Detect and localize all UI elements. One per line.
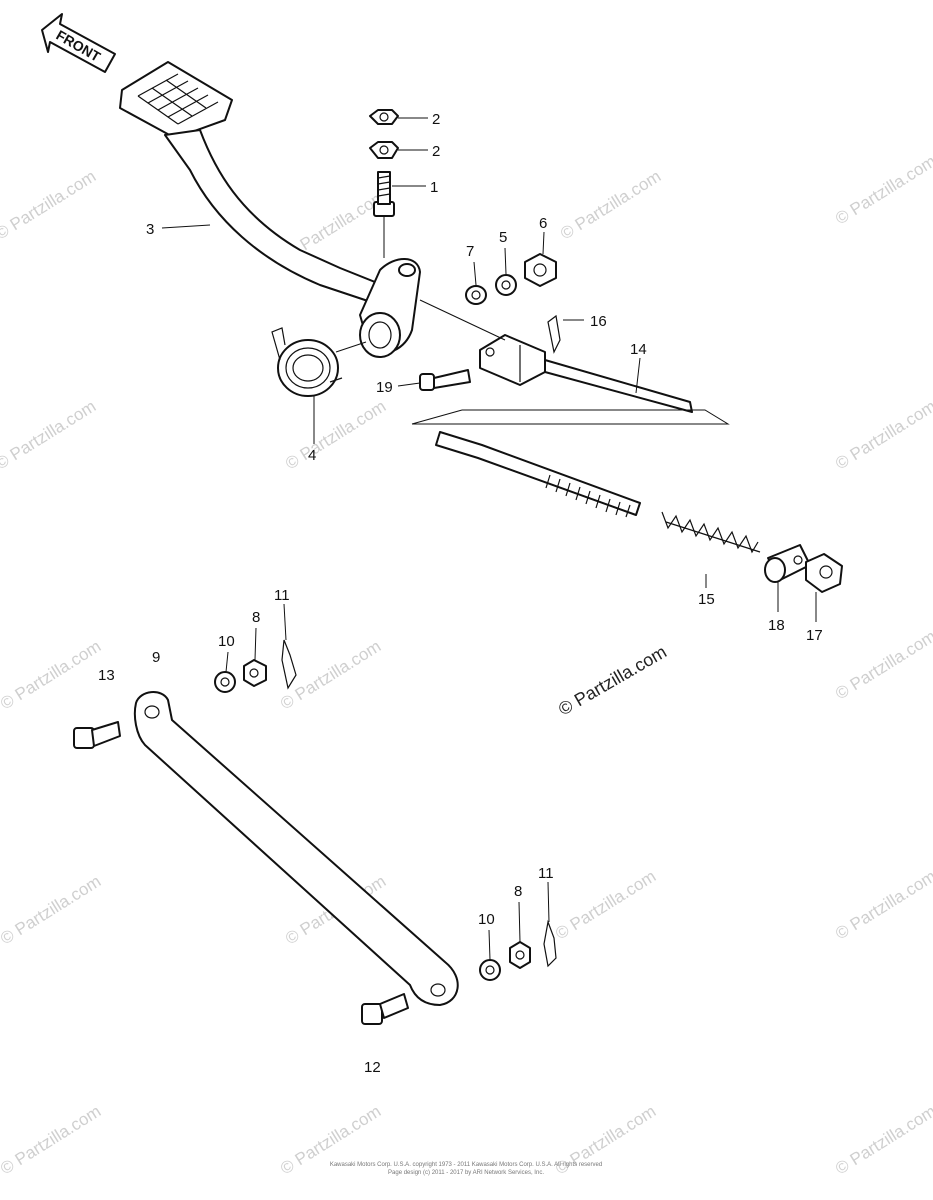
watermark: © Partzilla.com: [832, 867, 933, 944]
callout-12: 12: [364, 1059, 381, 1076]
trunnion-joint: [764, 544, 811, 583]
bolt: [73, 721, 121, 749]
footer-copyright: Kawasaki Motors Corp. U.S.A. copyright 1…: [330, 1162, 602, 1168]
callout-13: 13: [98, 667, 115, 684]
callout-11: 11: [538, 865, 554, 882]
bolt: [361, 993, 409, 1025]
callout-8: 8: [252, 609, 260, 626]
callout-2: 2: [432, 111, 440, 128]
callout-6: 6: [539, 215, 547, 232]
front-arrow-icon: FRONT: [41, 13, 116, 73]
watermark: © Partzilla.com: [832, 627, 933, 704]
watermark: © Partzilla.com: [0, 872, 104, 949]
nut: [509, 941, 531, 969]
callout-19: 19: [376, 379, 393, 396]
callout-17: 17: [806, 627, 823, 644]
nut: [524, 253, 557, 287]
watermark: © Partzilla.com: [552, 867, 659, 944]
watermark: © Partzilla.com: [0, 637, 104, 714]
linkage-arm: [133, 691, 459, 1006]
callout-8: 8: [514, 883, 522, 900]
nut: [369, 141, 399, 159]
brake-rod: [435, 431, 641, 518]
washer: [479, 959, 501, 981]
callout-11: 11: [274, 587, 290, 604]
watermark: © Partzilla.com: [832, 1102, 933, 1179]
watermark-layer: © Partzilla.com © Partzilla.com © Partzi…: [0, 152, 933, 1179]
footer-design-credit: Page design (c) 2011 - 2017 by ARI Netwo…: [388, 1170, 544, 1176]
callout-7: 7: [466, 243, 474, 260]
watermark: © Partzilla.com: [277, 637, 384, 714]
watermark: © Partzilla.com: [282, 397, 389, 474]
callout-labels: 2 2 1 3 7 5 6 16 14 19 4 15 18 17 9 13 1…: [98, 111, 823, 1076]
watermark-main: © Partzilla.com: [555, 641, 670, 719]
callout-10: 10: [218, 633, 235, 650]
clevis-pin: [419, 369, 471, 391]
callout-3: 3: [146, 221, 154, 238]
nut: [369, 109, 399, 125]
callout-9: 9: [152, 649, 160, 666]
watermark: © Partzilla.com: [0, 397, 99, 474]
washer: [465, 285, 487, 305]
brake-pedal: [119, 61, 421, 358]
watermark: © Partzilla.com: [0, 1102, 104, 1179]
pivot-bolt: [373, 171, 395, 258]
watermark: © Partzilla.com: [832, 397, 933, 474]
callout-2: 2: [432, 143, 440, 160]
watermark: © Partzilla.com: [0, 167, 99, 244]
callout-16: 16: [590, 313, 607, 330]
break-line: [411, 409, 730, 425]
watermark: © Partzilla.com: [557, 167, 664, 244]
callout-14: 14: [630, 341, 647, 358]
return-spring: [271, 327, 343, 397]
adjusting-nut: [805, 553, 843, 593]
nut: [243, 659, 267, 687]
cotter-pin: [543, 919, 557, 968]
watermark: © Partzilla.com: [832, 152, 933, 229]
callout-18: 18: [768, 617, 785, 634]
callout-1: 1: [430, 179, 438, 196]
callout-5: 5: [499, 229, 507, 246]
callout-15: 15: [698, 591, 715, 608]
brake-rod-spring: [661, 511, 761, 554]
cotter-pin: [547, 314, 561, 354]
callout-4: 4: [308, 447, 316, 464]
callout-10: 10: [478, 911, 495, 928]
leader-lines: [161, 117, 817, 961]
washer: [214, 671, 236, 693]
brake-rod-clevis: [419, 299, 693, 413]
cotter-pin: [281, 639, 297, 690]
washer: [495, 274, 517, 296]
